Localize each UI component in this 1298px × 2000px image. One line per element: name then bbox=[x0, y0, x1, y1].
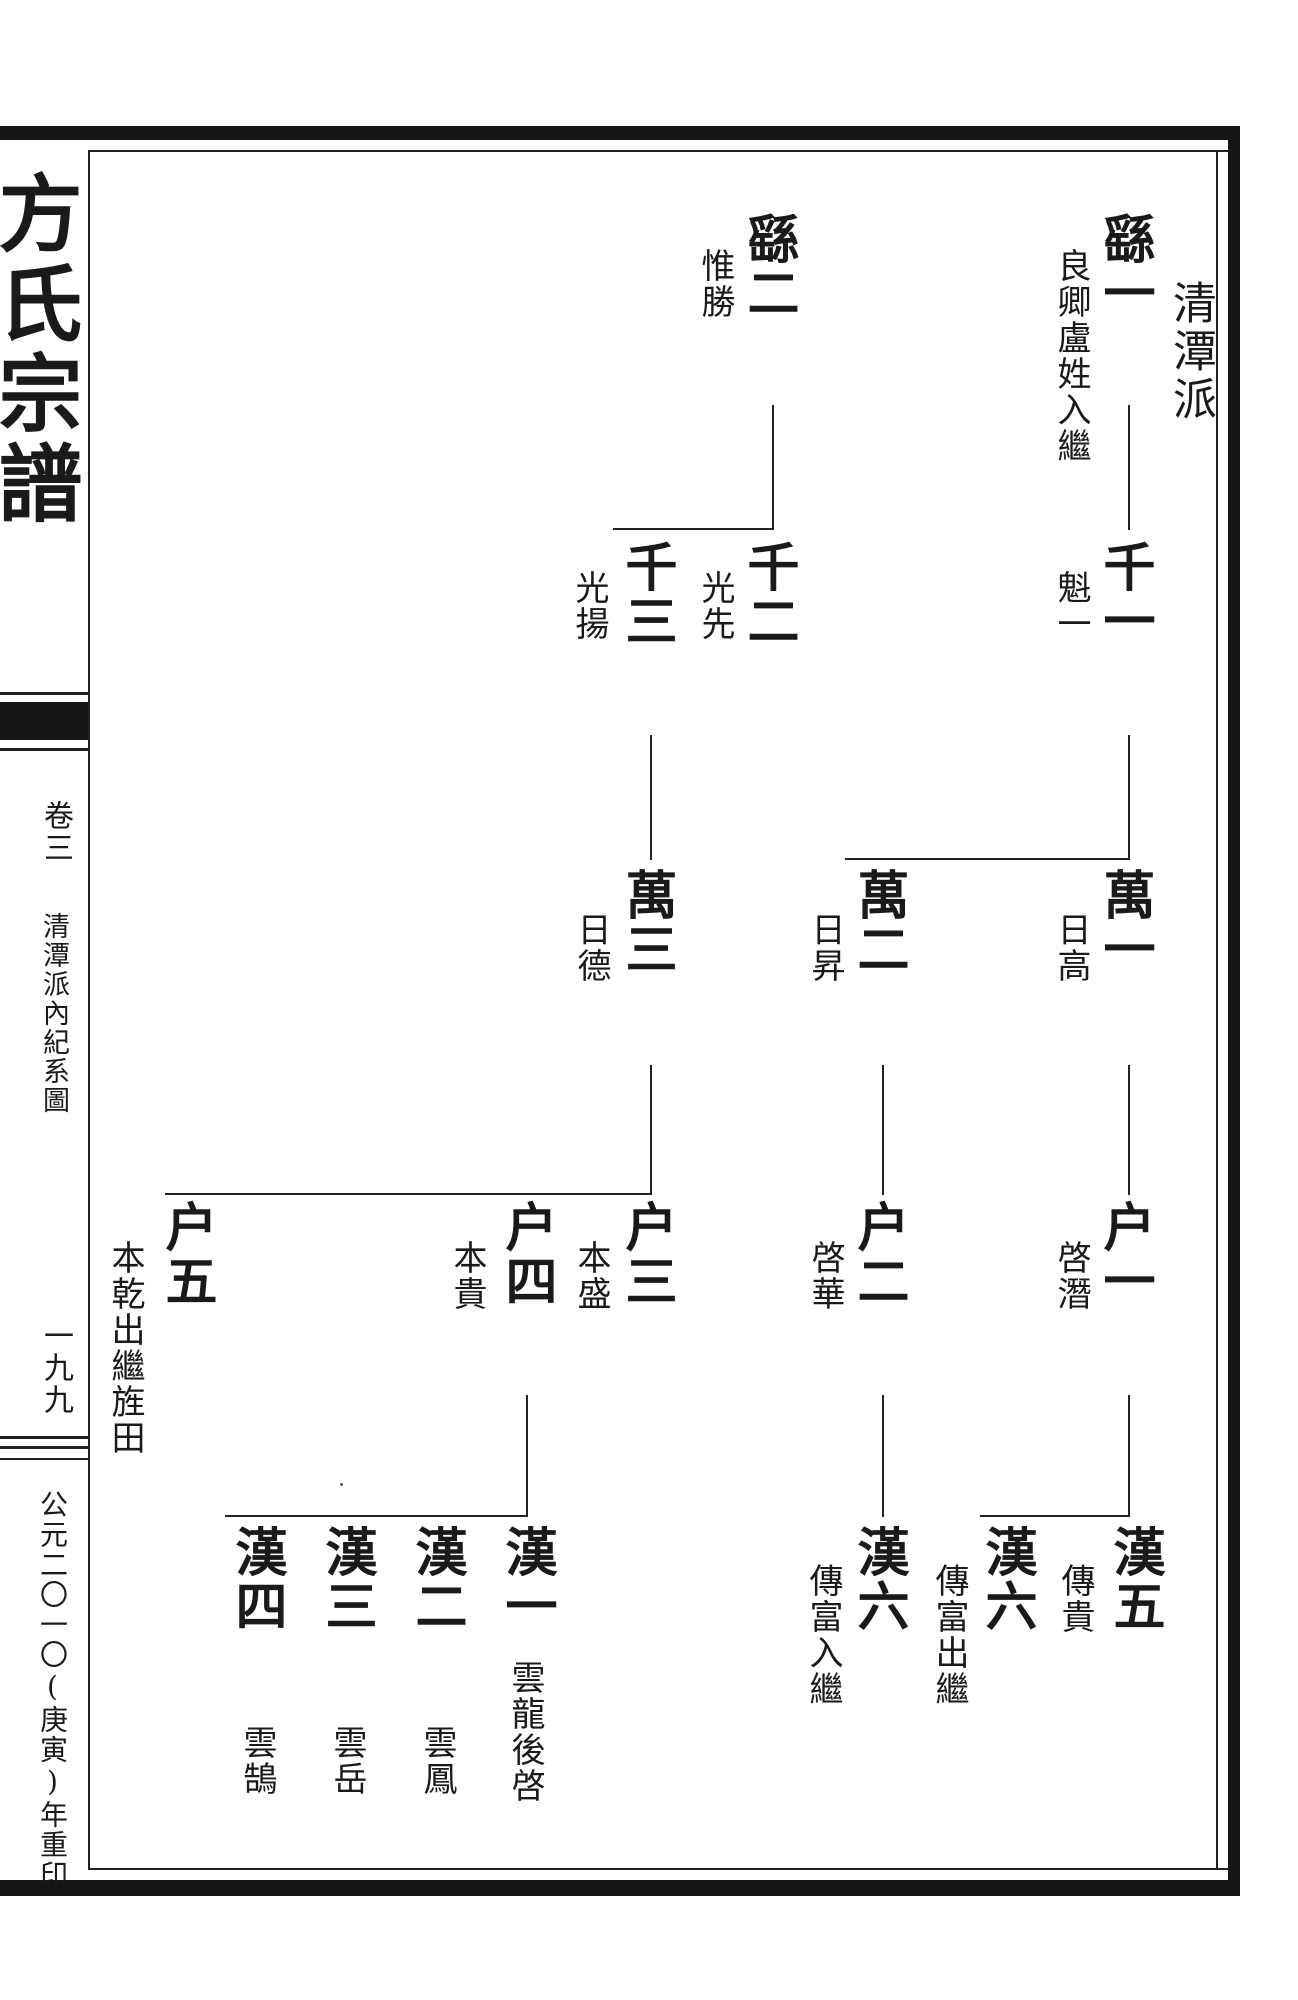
volume-label: 卷三 bbox=[38, 800, 73, 864]
person-given-g4-1: 啓潛 bbox=[1051, 1240, 1091, 1312]
connector bbox=[526, 1395, 528, 1517]
person-given-g5-1: 傳貴 bbox=[1055, 1563, 1095, 1635]
connector bbox=[1128, 1395, 1130, 1517]
title-divider-thin-2 bbox=[0, 748, 88, 751]
connector bbox=[980, 1515, 1130, 1517]
stray-mark bbox=[340, 1483, 343, 1486]
person-name-g5-4: 漢一 bbox=[496, 1525, 557, 1633]
bottom-border bbox=[0, 1880, 1240, 1896]
person-given-g4-5: 本乾出繼旌田 bbox=[105, 1240, 145, 1456]
connector bbox=[165, 1193, 652, 1195]
connector bbox=[225, 1515, 528, 1517]
left-margin-line bbox=[88, 150, 90, 1870]
person-name-g4-3: 户三 bbox=[616, 1200, 677, 1308]
person-name-g2-1: 千一 bbox=[1094, 540, 1155, 648]
top-border-inner bbox=[90, 150, 1230, 152]
connector bbox=[772, 405, 774, 530]
right-border-inner bbox=[1216, 150, 1218, 1870]
person-name-g5-3: 漢六 bbox=[848, 1525, 909, 1633]
person-name-g5-6: 漢三 bbox=[316, 1525, 377, 1633]
person-given-g2-1: 魁一 bbox=[1051, 570, 1091, 642]
person-given-g5-5: 雲鳳 bbox=[417, 1725, 457, 1797]
person-name-g5-2: 漢六 bbox=[976, 1525, 1037, 1633]
connector bbox=[613, 528, 774, 530]
connector bbox=[882, 1065, 884, 1195]
person-name-g2-3: 千三 bbox=[616, 540, 677, 648]
person-given-g4-2: 啓華 bbox=[805, 1240, 845, 1312]
person-given-g3-2: 日昇 bbox=[805, 912, 845, 984]
title-divider-thick bbox=[0, 702, 88, 740]
connector bbox=[1128, 735, 1130, 860]
person-given-g1-1: 良卿盧姓入繼 bbox=[1051, 248, 1091, 464]
right-border bbox=[1228, 126, 1240, 1896]
person-given-g4-4: 本貴 bbox=[447, 1240, 487, 1312]
footer-divider-2 bbox=[0, 1446, 88, 1449]
person-name-g5-5: 漢二 bbox=[406, 1525, 467, 1633]
person-given-g5-2: 傳富出繼 bbox=[929, 1563, 969, 1707]
footer-divider-1 bbox=[0, 1436, 88, 1439]
connector bbox=[845, 858, 1130, 860]
person-given-g5-6: 雲岳 bbox=[327, 1725, 367, 1797]
connector bbox=[650, 735, 652, 860]
person-given-g2-2: 光先 bbox=[695, 570, 735, 642]
bottom-border-inner bbox=[90, 1868, 1230, 1870]
section-label: 清潭派內紀系圖 bbox=[38, 912, 69, 1115]
person-name-g3-2: 萬二 bbox=[848, 868, 909, 976]
person-given-g5-7: 雲鵠 bbox=[237, 1725, 277, 1797]
title-divider-thin-1 bbox=[0, 692, 88, 695]
connector bbox=[882, 1395, 884, 1517]
person-name-g3-3: 萬三 bbox=[616, 868, 677, 976]
person-given-g5-3: 傳富入繼 bbox=[803, 1563, 843, 1707]
person-given-g4-3: 本盛 bbox=[571, 1240, 611, 1312]
person-given-g5-4: 雲龍後啓 bbox=[505, 1660, 545, 1804]
person-given-g1-2: 惟勝 bbox=[695, 248, 735, 320]
person-given-g3-1: 日高 bbox=[1051, 912, 1091, 984]
person-name-g1-1: 繇一 bbox=[1094, 212, 1155, 320]
person-name-g4-2: 户二 bbox=[848, 1200, 909, 1308]
reprint-note: 公元二〇一〇(庚寅)年重印 bbox=[36, 1490, 69, 1890]
person-name-g3-1: 萬一 bbox=[1094, 868, 1155, 976]
person-given-g2-3: 光揚 bbox=[569, 570, 609, 642]
page-number: 一九九 bbox=[38, 1320, 73, 1416]
connector bbox=[1128, 1065, 1130, 1195]
person-name-g5-1: 漢五 bbox=[1104, 1525, 1165, 1633]
connector bbox=[1128, 405, 1130, 530]
person-name-g1-2: 繇二 bbox=[738, 212, 799, 320]
person-name-g4-4: 户四 bbox=[496, 1200, 557, 1308]
person-given-g3-3: 日德 bbox=[571, 912, 611, 984]
person-name-g2-2: 千二 bbox=[738, 540, 799, 648]
top-border bbox=[0, 126, 1240, 140]
connector bbox=[650, 1065, 652, 1195]
person-name-g5-7: 漢四 bbox=[226, 1525, 287, 1633]
book-title: 方氏宗譜 bbox=[0, 170, 84, 530]
branch-title: 清潭派 bbox=[1165, 280, 1216, 424]
footer-divider-3 bbox=[0, 1458, 88, 1460]
person-name-g4-1: 户一 bbox=[1094, 1200, 1155, 1308]
person-name-g4-5: 户五 bbox=[156, 1200, 217, 1308]
